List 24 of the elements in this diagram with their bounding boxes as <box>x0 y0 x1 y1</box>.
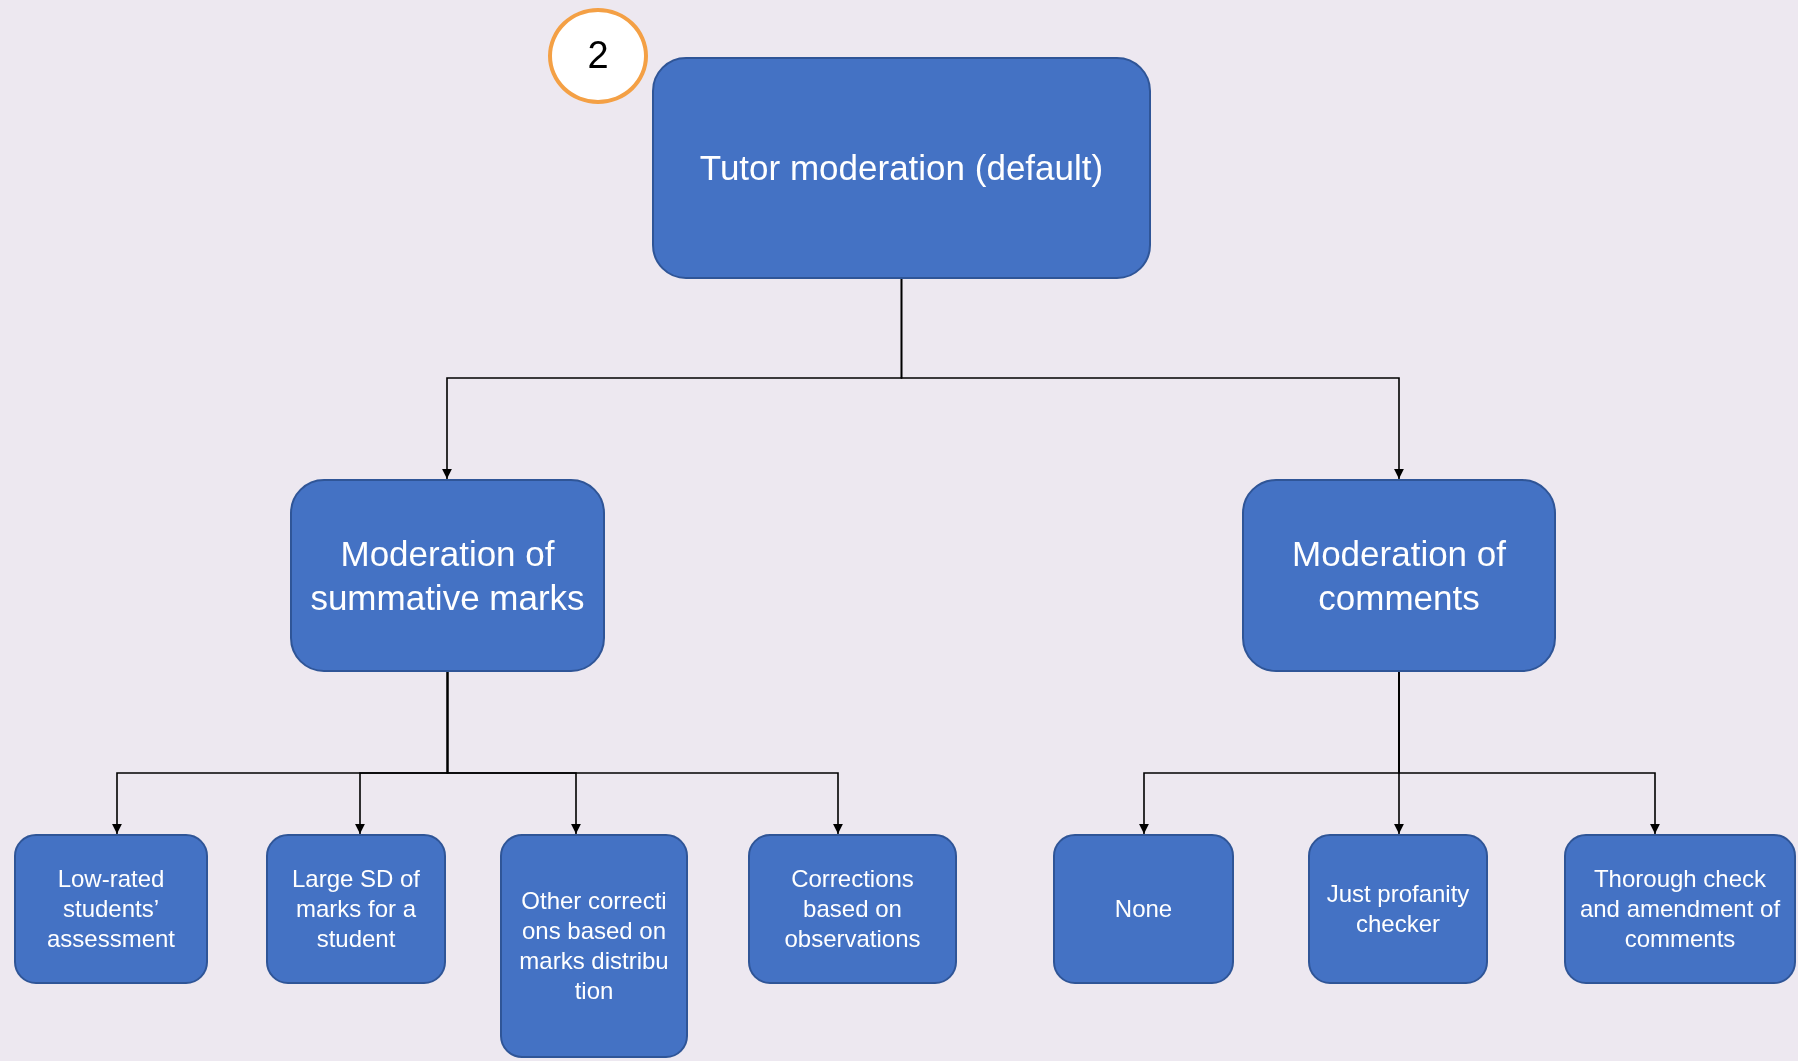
box-label: Low-rated students’ assessment <box>45 864 177 954</box>
box-label: Thorough check and amendment of comments <box>1578 864 1782 954</box>
process-box <box>1564 834 1796 984</box>
box-label: Corrections based on observations <box>783 864 922 954</box>
box-label: None <box>1114 894 1173 924</box>
box-label: Large SD of marks for a student <box>290 864 422 954</box>
process-box <box>1242 479 1556 672</box>
process-box <box>1308 834 1488 984</box>
process-box <box>266 834 446 984</box>
process-box <box>500 834 688 1058</box>
box-label: Moderation of summative marks <box>309 532 586 619</box>
box-label: Moderation of comments <box>1291 532 1507 619</box>
process-box <box>652 57 1151 279</box>
process-box <box>14 834 208 984</box>
box-label: Other corrections based on marks distribution <box>519 886 669 1006</box>
box-label: Tutor moderation (default) <box>699 147 1104 190</box>
connector-arrow <box>446 671 843 835</box>
process-box <box>748 834 957 984</box>
box-label: Just profanity checker <box>1325 879 1471 939</box>
connector-arrow <box>1398 671 1660 835</box>
process-box <box>1053 834 1234 984</box>
step-number: 2 <box>587 33 609 79</box>
process-box <box>290 479 605 672</box>
connector-arrow <box>900 278 1404 480</box>
